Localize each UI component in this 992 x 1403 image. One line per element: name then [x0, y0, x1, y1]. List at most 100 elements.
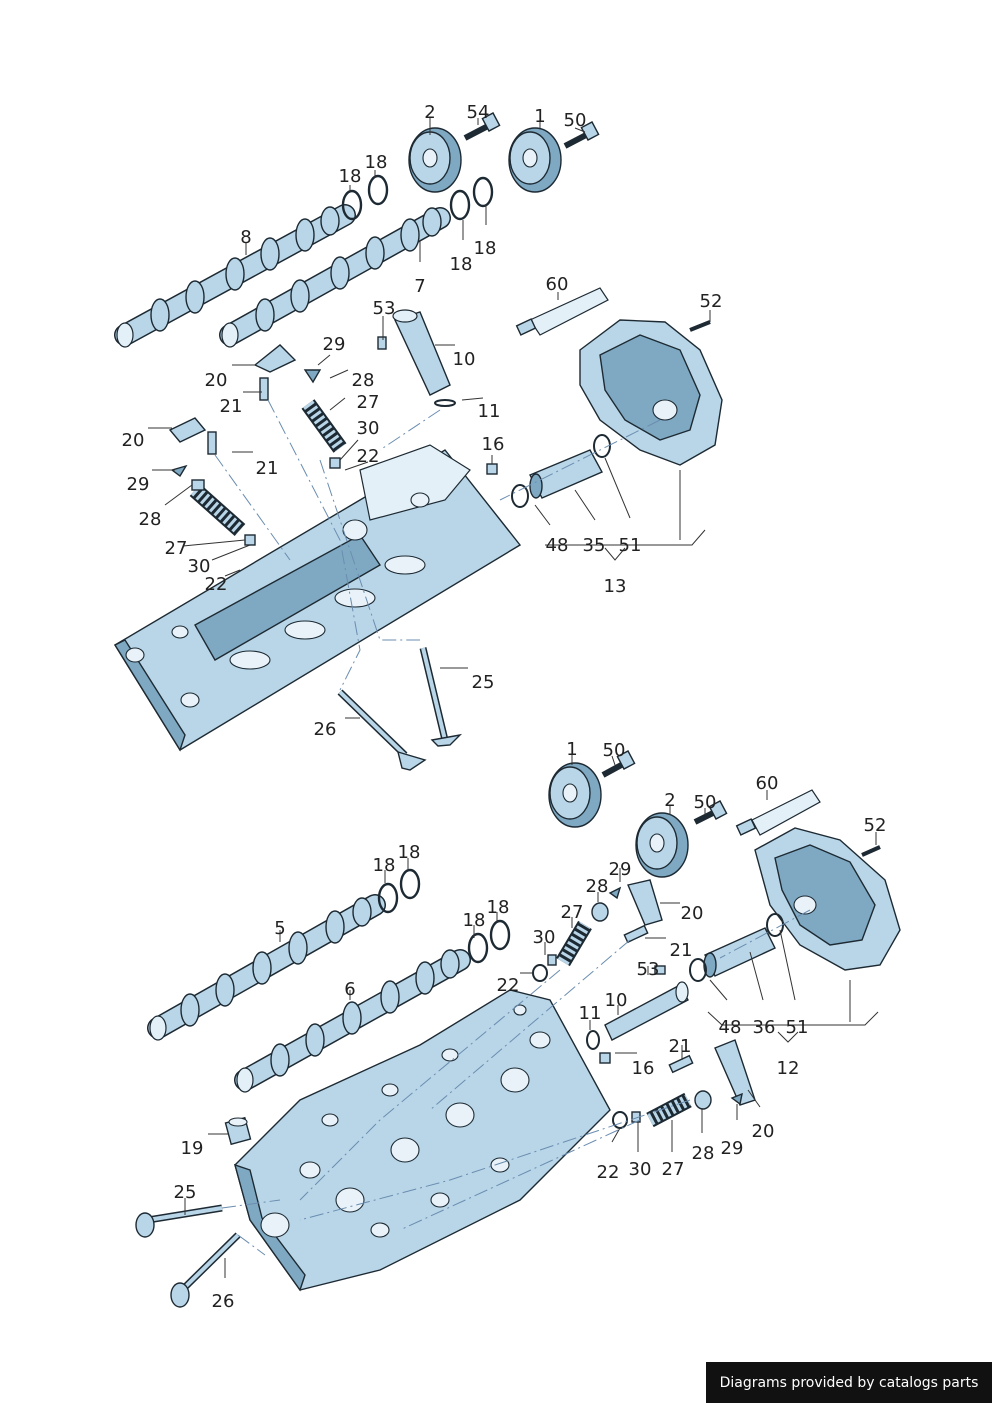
attribution-banner: Diagrams provided by catalogs parts: [706, 1362, 992, 1403]
callout-label: 30: [188, 556, 211, 577]
callout-label: 54: [467, 102, 490, 123]
valve-parts-bottom: [532, 879, 756, 1129]
callout-label: 7: [414, 276, 425, 297]
callout-label: 13: [604, 576, 627, 597]
callout-label: 18: [373, 855, 396, 876]
camshaft-6: [234, 949, 471, 1093]
cover-top: [579, 319, 723, 466]
callout-label: 29: [721, 1138, 744, 1159]
callout-label: 18: [450, 254, 473, 275]
callout-label: 2: [664, 790, 675, 811]
callout-label: 19: [181, 1138, 204, 1159]
camshaft-adjuster-2: [408, 127, 462, 193]
callout-label: 28: [352, 370, 375, 391]
top-assembly: 2 54 1 50 18 18 18 18 8 7 60 52 53 10 29…: [114, 102, 723, 771]
callout-label: 16: [482, 434, 505, 455]
callout-label: 18: [487, 897, 510, 918]
callout-label: 16: [632, 1058, 655, 1079]
bottom-assembly: 1 50 2 50 60 52 18 18 29 28 20 5 18 18 2…: [135, 739, 901, 1312]
callout-label: 29: [609, 859, 632, 880]
callout-label: 20: [205, 370, 228, 391]
assembly-lines-bottom: [221, 909, 811, 1256]
plug-16-bottom: [599, 1052, 611, 1064]
bushing-19: [224, 1116, 252, 1146]
camshaft-8: [114, 204, 356, 348]
solenoid-valve-10-bottom: [604, 965, 689, 1041]
callout-label: 26: [212, 1291, 235, 1312]
callout-label: 52: [700, 291, 723, 312]
callout-label: 30: [357, 418, 380, 439]
callout-label: 21: [256, 458, 279, 479]
tube-36-bottom: [689, 913, 784, 982]
callout-label: 18: [398, 842, 421, 863]
camshaft-adjuster-1: [508, 127, 562, 193]
callout-label: 20: [752, 1121, 775, 1142]
callout-label: 8: [240, 227, 251, 248]
camshaft-7: [219, 207, 451, 348]
callout-label: 50: [603, 740, 626, 761]
callout-label: 27: [165, 538, 188, 559]
callout-label: 11: [478, 401, 501, 422]
callout-label: 27: [662, 1159, 685, 1180]
callout-label: 29: [323, 334, 346, 355]
callout-label: 30: [533, 927, 556, 948]
callout-label: 30: [629, 1159, 652, 1180]
callout-label: 21: [670, 940, 693, 961]
callout-label: 20: [681, 903, 704, 924]
callout-label: 26: [314, 719, 337, 740]
callout-label: 2: [424, 102, 435, 123]
callout-label: 12: [777, 1058, 800, 1079]
callout-label: 18: [365, 152, 388, 173]
callout-label: 22: [357, 446, 380, 467]
plug-16-top: [486, 463, 498, 475]
callout-label: 18: [339, 166, 362, 187]
callout-label: 20: [122, 430, 145, 451]
camshaft-adjuster-2-bottom: [635, 812, 689, 878]
callout-label: 22: [205, 574, 228, 595]
tube-35-top: [511, 434, 611, 508]
callout-label: 18: [474, 238, 497, 259]
callout-label: 53: [373, 298, 396, 319]
callout-label: 28: [139, 509, 162, 530]
callout-label: 36: [753, 1017, 776, 1038]
callout-label: 22: [497, 975, 520, 996]
cylinder-head-bottom: [233, 989, 611, 1292]
callout-label: 1: [566, 739, 577, 760]
callout-label: 6: [344, 979, 355, 1000]
bolts-50-bottom: [601, 750, 728, 825]
solenoid-valve-10-top: [377, 309, 451, 396]
callout-label: 18: [463, 910, 486, 931]
callout-label: 51: [619, 535, 642, 556]
sealant-tube-60-top: [515, 287, 609, 336]
callouts-bottom: 1 50 2 50 60 52 18 18 29 28 20 5 18 18 2…: [174, 739, 887, 1312]
callout-label: 29: [127, 474, 150, 495]
sealant-tube-60-bottom: [735, 789, 821, 836]
callout-label: 10: [605, 990, 628, 1011]
callout-label: 60: [546, 274, 569, 295]
callout-label: 52: [864, 815, 887, 836]
callout-label: 25: [472, 672, 495, 693]
callout-label: 50: [694, 792, 717, 813]
callout-label: 35: [583, 535, 606, 556]
callout-label: 10: [453, 349, 476, 370]
callout-label: 22: [597, 1162, 620, 1183]
callout-label: 28: [692, 1143, 715, 1164]
leader-lines-top: [148, 118, 711, 719]
callout-label: 48: [719, 1017, 742, 1038]
callout-label: 60: [756, 773, 779, 794]
callout-label: 21: [220, 396, 243, 417]
callout-label: 50: [564, 110, 587, 131]
callout-label: 51: [786, 1017, 809, 1038]
callout-label: 25: [174, 1182, 197, 1203]
callout-label: 48: [546, 535, 569, 556]
seal-rings-18-top: [341, 174, 494, 221]
camshaft-5: [147, 894, 386, 1041]
camshaft-adjuster-1-bottom: [548, 762, 602, 828]
assembly-lines-top: [214, 399, 661, 691]
callout-label: 11: [579, 1003, 602, 1024]
callout-label: 53: [637, 959, 660, 980]
seal-rings-18-bottom: [377, 868, 511, 964]
valve-parts-top: [168, 344, 347, 546]
